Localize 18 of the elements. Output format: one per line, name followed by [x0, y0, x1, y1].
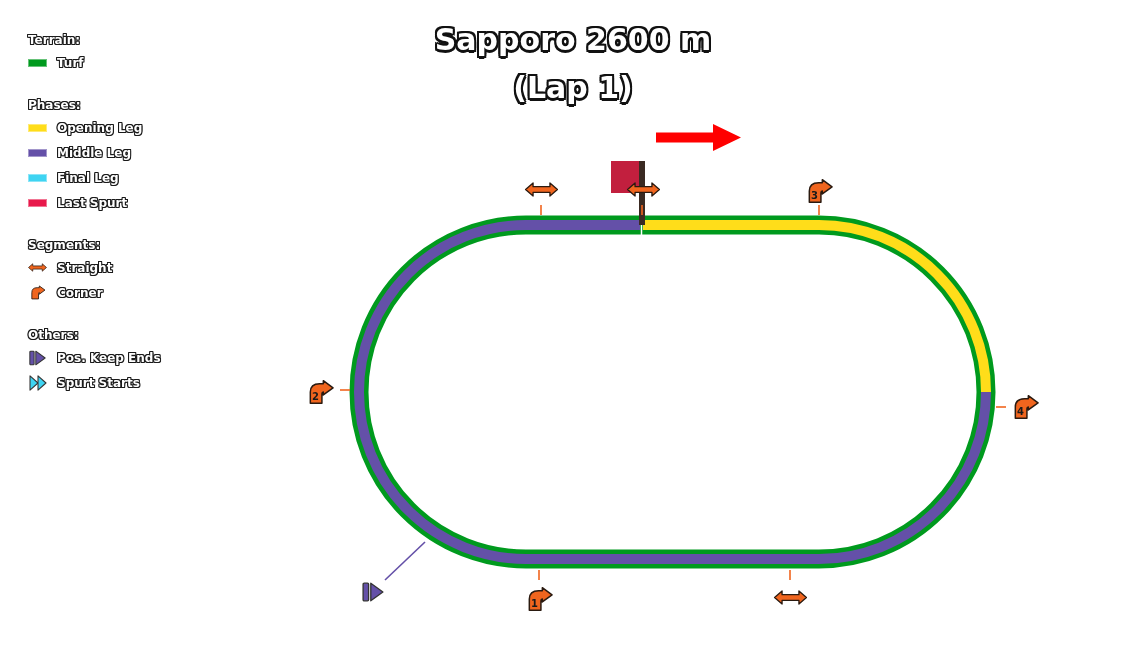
legend-heading: Phases:: [28, 99, 81, 111]
corner-number: 2: [312, 392, 319, 402]
corner-number: 4: [1017, 407, 1024, 417]
legend-label: Last Spurt: [57, 196, 128, 209]
legend-label: Turf: [57, 56, 84, 69]
legend-heading: Segments:: [28, 239, 101, 251]
legend-heading: Others:: [28, 329, 79, 341]
legend-label: Straight: [57, 261, 113, 274]
corner-number: 3: [811, 191, 818, 201]
legend-label: Pos. Keep Ends: [57, 351, 161, 364]
legend-label: Final Leg: [57, 171, 119, 184]
legend-label: Opening Leg: [57, 121, 143, 134]
legend-label: Corner: [57, 286, 103, 299]
title: Sapporo 2600 m (Lap 1): [433, 21, 713, 109]
corner-number: 1: [531, 599, 538, 609]
legend-label: Middle Leg: [57, 146, 132, 159]
legend-label: Spurt Starts: [57, 376, 140, 389]
legend-heading: Terrain:: [28, 34, 81, 46]
